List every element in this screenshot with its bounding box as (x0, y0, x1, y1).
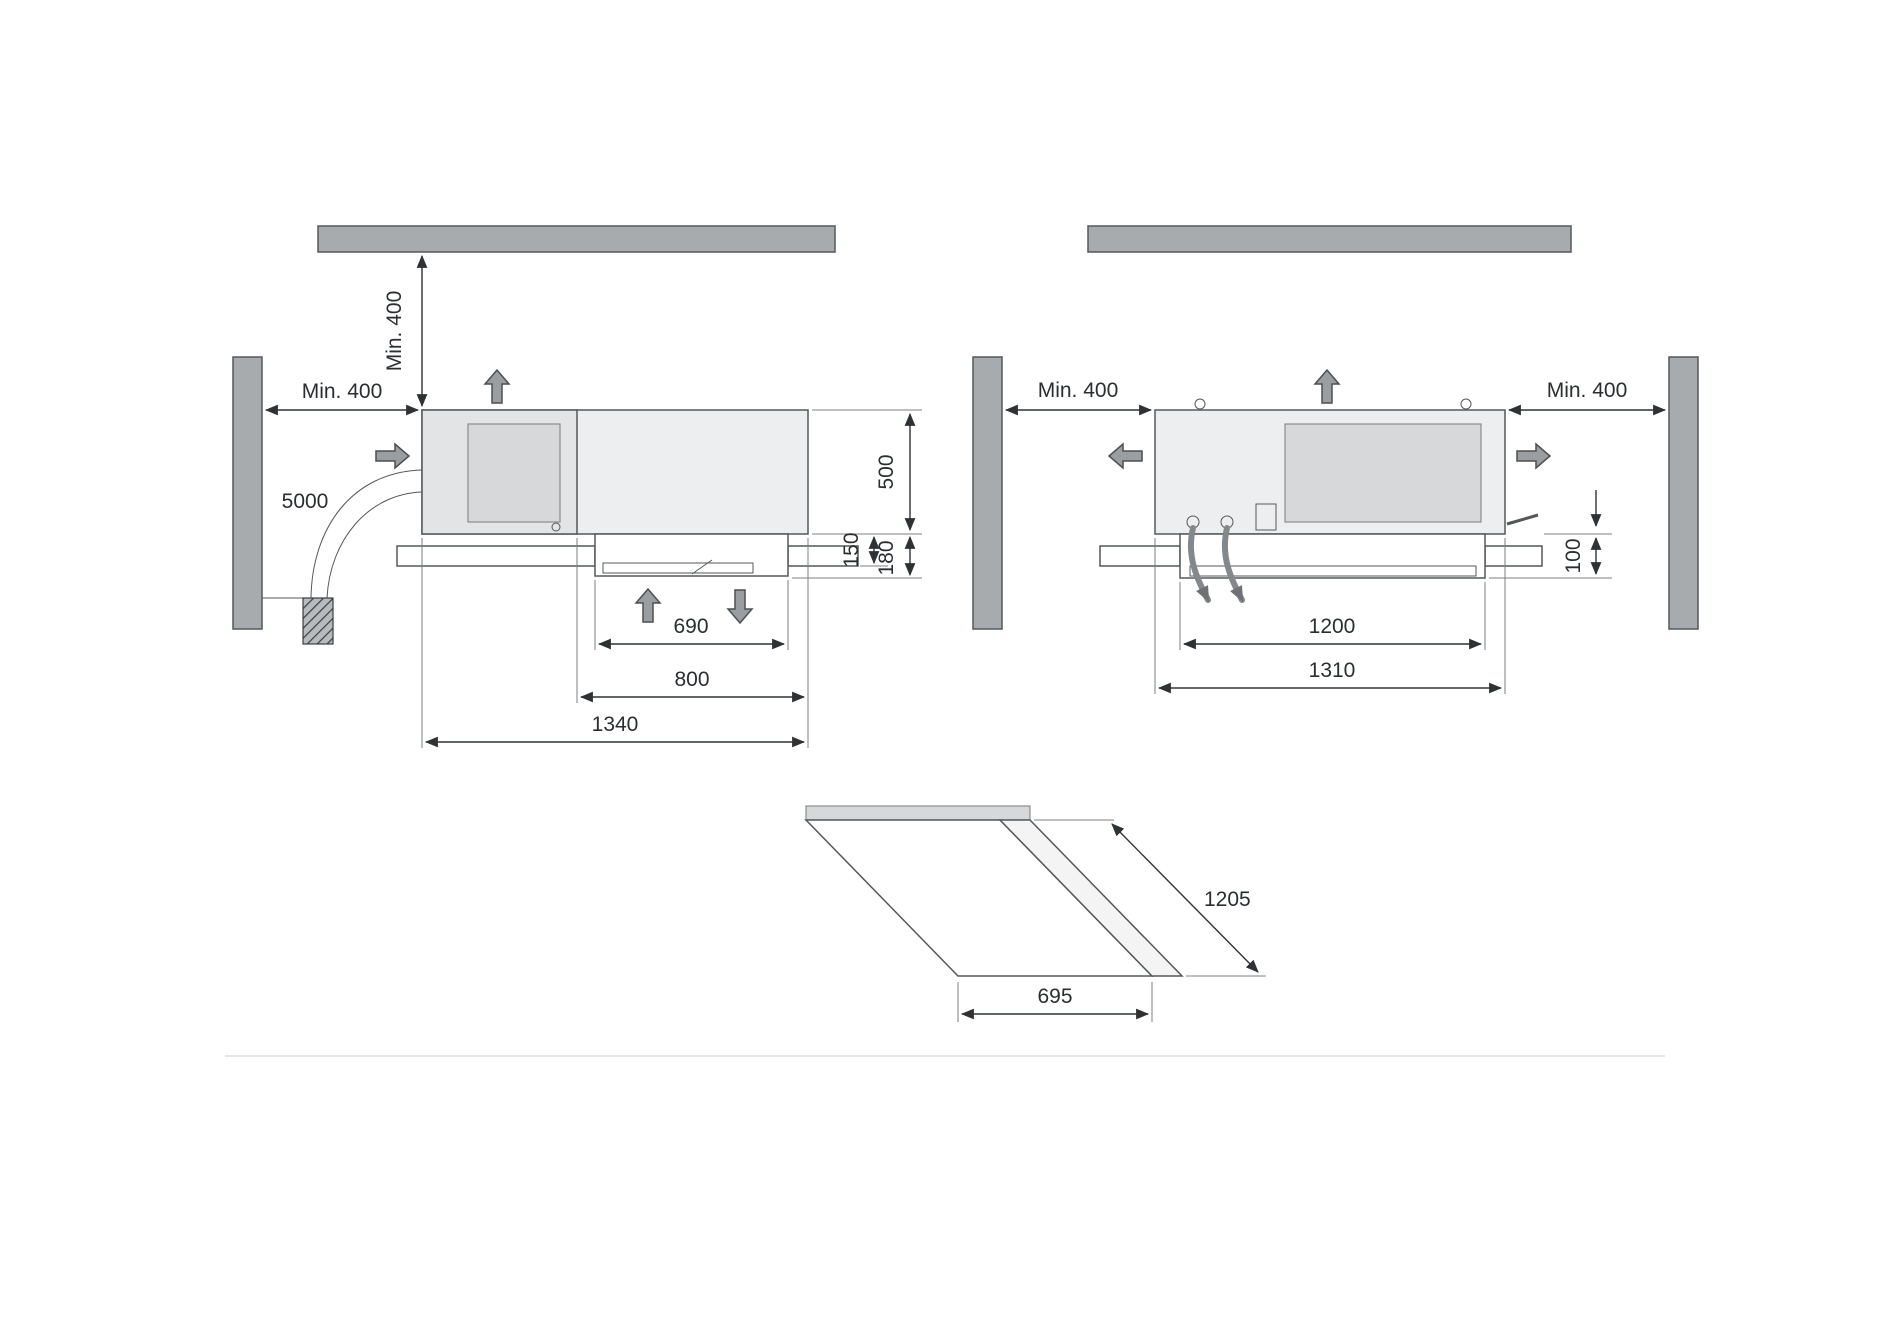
dim-label-total-width: 1340 (592, 713, 639, 736)
grille-detail-line (691, 559, 713, 575)
dim-line-cutout-length (1111, 823, 1259, 973)
dim-label-clearance-side: Min. 400 (302, 380, 383, 403)
dim-label-body-width: 800 (674, 668, 709, 691)
airflow-up-arrow (484, 369, 510, 404)
dim-label-cord-length: 5000 (282, 490, 329, 513)
dim-label-unit-height: 500 (875, 454, 898, 489)
dim-label-clearance-left: Min. 400 (1038, 379, 1119, 402)
wall-right-bar (1668, 356, 1699, 630)
side-lever (1506, 513, 1539, 526)
dim-label-recess-180: 180 (875, 540, 898, 575)
power-plug (302, 597, 334, 645)
downdraft-duct (594, 533, 789, 577)
power-cord-outer (310, 469, 423, 599)
dim-label-protrusion: 100 (1562, 538, 1585, 573)
drain-hose (1187, 525, 1211, 603)
worktop-edge-slab (805, 805, 1031, 821)
worktop-right (1484, 545, 1543, 567)
ceiling-bar (317, 225, 836, 253)
dim-label-recess-150: 150 (840, 532, 863, 567)
dim-label-total-width: 1310 (1309, 659, 1356, 682)
wall-left-bar (972, 356, 1003, 630)
airflow-out-right-arrow (1516, 443, 1551, 469)
airflow-in-arrow (375, 443, 410, 469)
dim-label-cutout-depth: 695 (1037, 985, 1072, 1008)
mounting-screw-icon (1460, 398, 1472, 410)
airflow-up-arrow-bottom (635, 588, 661, 623)
worktop-cutout-view: 1205 695 (804, 805, 1266, 1022)
filter-panel (467, 423, 561, 523)
worktop-left (1099, 545, 1181, 567)
rear-panel (1284, 423, 1482, 523)
ceiling-bar (1087, 225, 1572, 253)
airflow-out-left-arrow (1108, 443, 1143, 469)
airflow-down-arrow-bottom (727, 589, 753, 624)
connection-box (1255, 503, 1277, 531)
drain-hose (1221, 525, 1245, 603)
duct-grille (602, 562, 754, 574)
airflow-up-arrow (1314, 369, 1340, 404)
mounting-screw-icon (1194, 398, 1206, 410)
rear-view: Min. 400 Min. 400 100 1200 1310 (972, 225, 1699, 694)
worktop-left (396, 545, 596, 567)
front-view: 5000 Min. 400 Min. 400 500 150 180 690 8… (232, 225, 922, 748)
dim-label-duct-width: 1200 (1309, 615, 1356, 638)
power-cord-inner (326, 491, 423, 599)
dim-label-clearance-right: Min. 400 (1547, 379, 1628, 402)
dim-label-duct-width: 690 (673, 615, 708, 638)
duct-grille (1189, 565, 1477, 577)
dim-label-cutout-length: 1205 (1204, 888, 1251, 911)
dim-label-clearance-top: Min. 400 (383, 291, 406, 372)
indicator-dot (551, 522, 561, 532)
wall-left-bar (232, 356, 263, 630)
